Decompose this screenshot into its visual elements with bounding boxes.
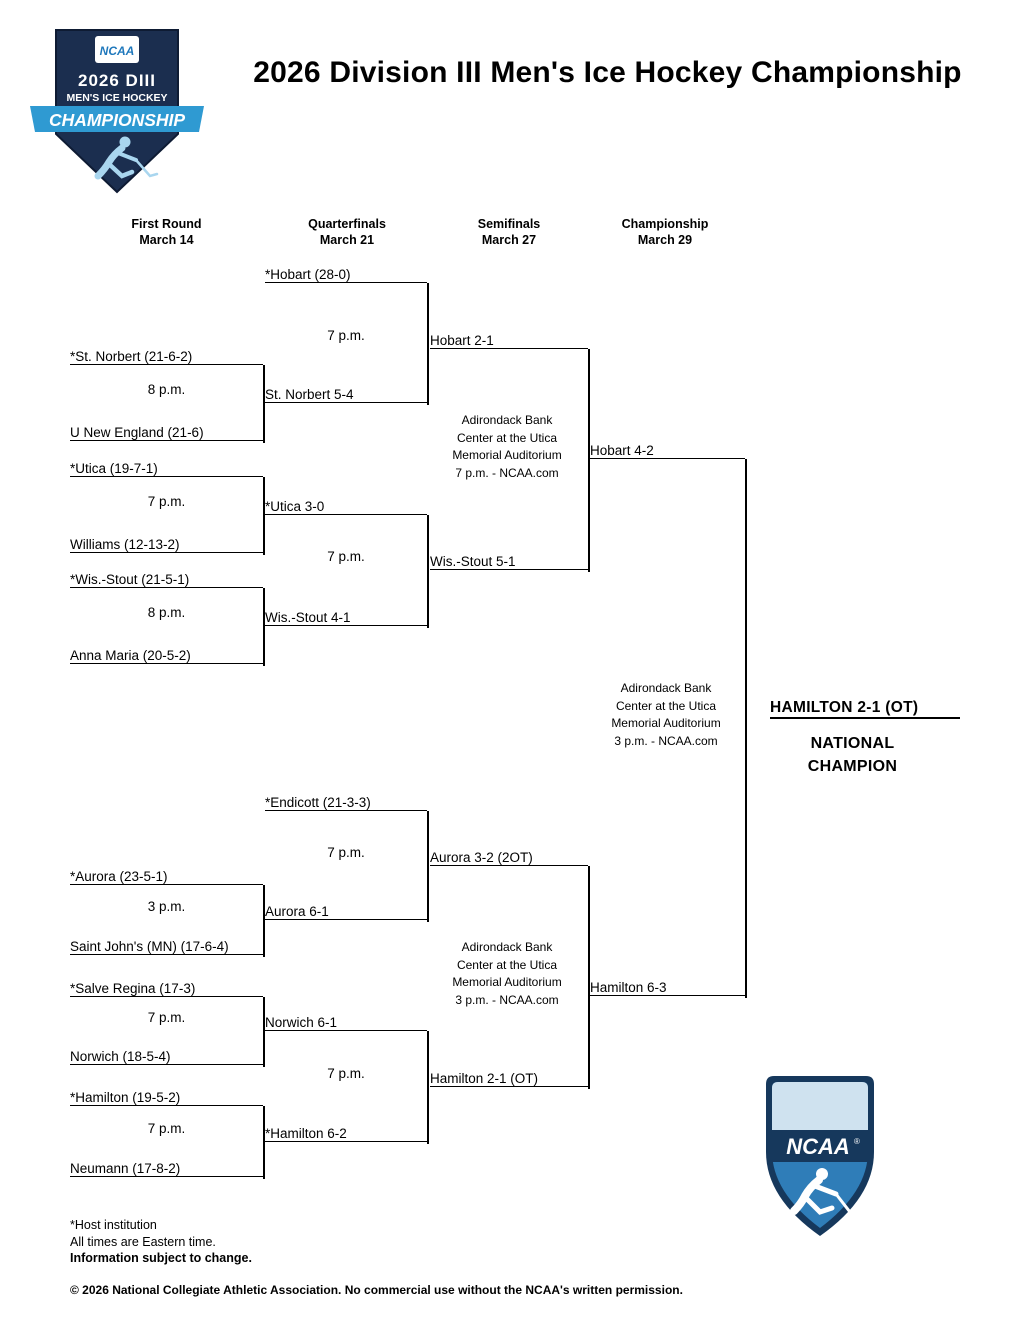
footnote-subject-to-change: Information subject to change.: [70, 1251, 252, 1265]
logo-ncaa-box: [95, 36, 139, 63]
semifinal-venue-top: Adirondack Bank Center at the Utica Memo…: [428, 412, 586, 482]
first-round-team: *Wis.-Stout (21-5-1): [70, 566, 263, 588]
connector-line: [588, 866, 590, 1089]
shield-band: [772, 1130, 868, 1162]
first-round-team: *Aurora (23-5-1): [70, 863, 263, 885]
hockey-player-icon: [790, 1168, 860, 1215]
venue-line: Adirondack Bank: [461, 413, 553, 427]
connector-line: [263, 588, 265, 666]
round-name: Quarterfinals: [308, 217, 386, 231]
shield-ncaa-text: NCAA: [786, 1134, 850, 1159]
quarterfinal-slot: Aurora 6-1: [265, 898, 427, 920]
championship-venue: Adirondack Bank Center at the Utica Memo…: [586, 680, 746, 750]
game-time: 7 p.m.: [327, 1066, 365, 1081]
quarterfinal-slot: Norwich 6-1: [265, 1009, 427, 1031]
logo-banner: [30, 106, 204, 132]
venue-line: Center at the Utica: [456, 957, 558, 972]
connector-line: [263, 365, 265, 443]
semifinal-slot: Wis.-Stout 5-1: [430, 548, 588, 570]
venue-line: Memorial Auditorium: [452, 448, 562, 462]
ncaa-shield-logo: NCAA ®: [766, 1076, 874, 1236]
connector-line: [263, 885, 265, 957]
venue-line: Memorial Auditorium: [452, 975, 562, 989]
national-champion-label: NATIONAL CHAMPION: [770, 732, 935, 778]
round-header-first-round: First Round March 14: [70, 216, 263, 248]
semifinal-slot: Aurora 3-2 (2OT): [430, 844, 588, 866]
connector-line: [427, 811, 429, 922]
first-round-team: Saint John's (MN) (17-6-4): [70, 933, 263, 955]
game-time: 8 p.m.: [147, 382, 186, 397]
ncaa-championship-logo: NCAA 2026 DIII MEN'S ICE HOCKEY CHAMPION…: [30, 29, 204, 194]
shield-top-panel: [772, 1082, 868, 1130]
venue-line: 3 p.m. - NCAA.com: [614, 733, 718, 748]
connector-line: [263, 477, 265, 555]
round-date: March 27: [481, 233, 537, 247]
connector-line: [588, 349, 590, 572]
first-round-team: *Utica (19-7-1): [70, 455, 263, 477]
game-time: 7 p.m.: [147, 1121, 186, 1136]
footnote-times: All times are Eastern time.: [70, 1235, 216, 1249]
first-round-team: U New England (21-6): [70, 419, 263, 441]
first-round-team: *St. Norbert (21-6-2): [70, 343, 263, 365]
footnote-host-institution: *Host institution: [70, 1218, 157, 1232]
game-time: 7 p.m.: [147, 1010, 186, 1025]
round-name: First Round: [131, 217, 202, 231]
game-time: 7 p.m.: [327, 845, 365, 860]
champion-result: HAMILTON 2-1 (OT): [770, 695, 960, 719]
venue-line: 7 p.m. - NCAA.com: [455, 465, 559, 480]
venue-line: Adirondack Bank: [620, 681, 712, 695]
copyright-notice: © 2026 National Collegiate Athletic Asso…: [70, 1283, 683, 1297]
quarterfinal-slot: St. Norbert 5-4: [265, 381, 427, 403]
logo-ncaa-text: NCAA: [100, 44, 135, 58]
connector-line: [263, 1106, 265, 1179]
logo-sport: MEN'S ICE HOCKEY: [66, 92, 167, 104]
connector-line: [427, 515, 429, 628]
quarterfinal-slot: Wis.-Stout 4-1: [265, 604, 427, 626]
venue-line: Memorial Auditorium: [611, 716, 721, 730]
page-title: 2026 Division III Men's Ice Hockey Champ…: [253, 56, 962, 89]
game-time: 8 p.m.: [147, 605, 186, 620]
round-header-quarterfinals: Quarterfinals March 21: [265, 216, 429, 248]
game-time: 7 p.m.: [327, 549, 365, 564]
quarterfinal-slot: *Hobart (28-0): [265, 261, 427, 283]
first-round-team: *Salve Regina (17-3): [70, 975, 263, 997]
semifinal-venue-bottom: Adirondack Bank Center at the Utica Memo…: [428, 939, 586, 1009]
connector-line: [427, 1031, 429, 1144]
connector-line: [745, 459, 747, 998]
first-round-team: *Hamilton (19-5-2): [70, 1084, 263, 1106]
semifinal-slot: Hobart 2-1: [430, 327, 588, 349]
championship-slot: Hobart 4-2: [590, 437, 745, 459]
game-time: 3 p.m.: [147, 899, 186, 914]
logo-year-division: 2026 DIII: [78, 71, 156, 90]
connector-line: [427, 283, 429, 405]
venue-line: 3 p.m. - NCAA.com: [455, 992, 559, 1007]
round-date: March 21: [319, 233, 375, 247]
first-round-team: Anna Maria (20-5-2): [70, 642, 263, 664]
national-champion-line2: CHAMPION: [807, 758, 898, 775]
logo-championship-text: CHAMPIONSHIP: [49, 110, 185, 130]
championship-slot: Hamilton 6-3: [590, 974, 745, 996]
shield-reg-mark: ®: [854, 1137, 860, 1146]
first-round-team: Williams (12-13-2): [70, 531, 263, 553]
first-round-team: Neumann (17-8-2): [70, 1155, 263, 1177]
round-header-semifinals: Semifinals March 27: [430, 216, 588, 248]
round-name: Championship: [621, 217, 709, 231]
quarterfinal-slot: *Endicott (21-3-3): [265, 789, 427, 811]
round-date: March 14: [139, 233, 194, 247]
venue-line: Center at the Utica: [456, 430, 558, 445]
round-date: March 29: [637, 233, 693, 247]
game-time: 7 p.m.: [327, 328, 365, 343]
round-header-championship: Championship March 29: [586, 216, 744, 248]
quarterfinal-slot: *Hamilton 6-2: [265, 1120, 427, 1142]
round-name: Semifinals: [477, 217, 541, 231]
quarterfinal-slot: *Utica 3-0: [265, 493, 427, 515]
hockey-player-icon: [94, 136, 159, 180]
semifinal-slot: Hamilton 2-1 (OT): [430, 1065, 588, 1087]
first-round-team: Norwich (18-5-4): [70, 1043, 263, 1065]
game-time: 7 p.m.: [147, 494, 186, 509]
venue-line: Adirondack Bank: [461, 940, 553, 954]
national-champion-line1: NATIONAL: [810, 735, 895, 752]
connector-line: [263, 997, 265, 1067]
venue-line: Center at the Utica: [615, 698, 717, 713]
